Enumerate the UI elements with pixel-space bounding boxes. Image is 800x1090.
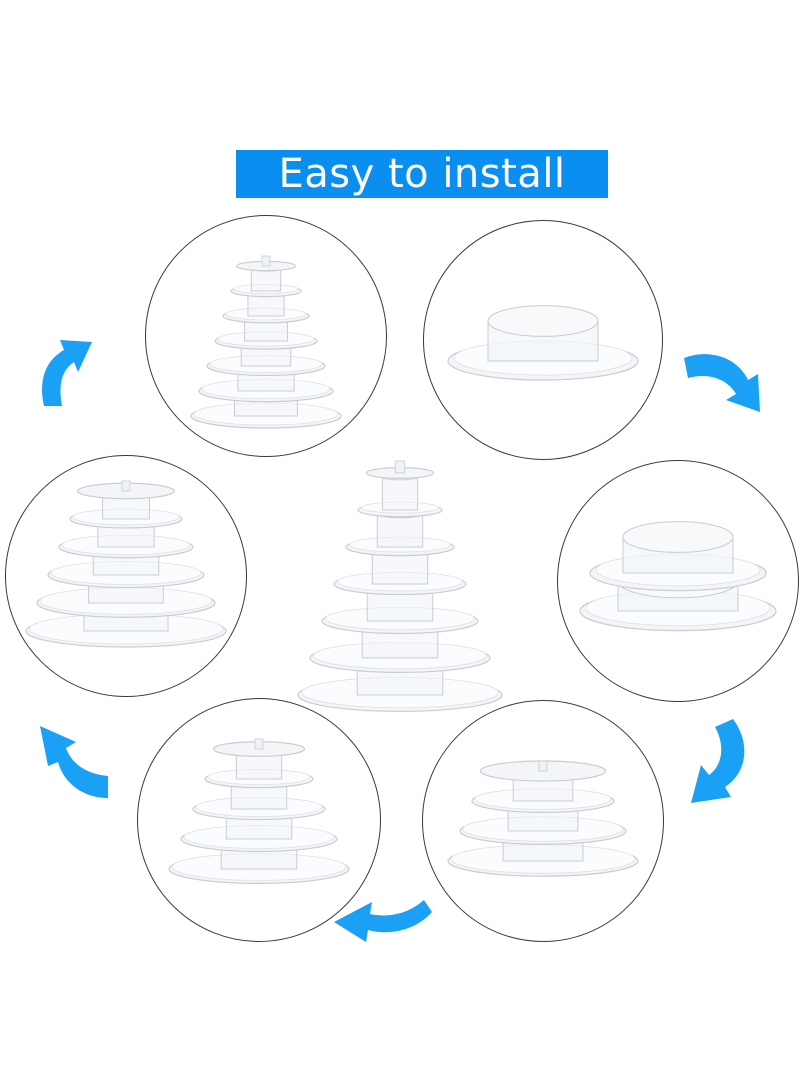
curved-arrow-up-left-icon — [40, 726, 108, 798]
stand-3-tier — [447, 760, 639, 877]
curved-arrow-down-right-icon — [684, 354, 760, 412]
stand-4-tier — [168, 738, 350, 885]
step-circle-3-tier — [422, 700, 664, 942]
stand-6-tier — [190, 255, 342, 429]
tier-plate — [214, 314, 318, 350]
tier-plate — [447, 305, 639, 381]
step-circle-4-tier — [137, 698, 381, 942]
stand-2-tier — [579, 521, 777, 632]
assembled-6-tier-stand — [297, 460, 503, 712]
curved-arrow-down-left-icon — [691, 719, 745, 803]
banner-text: Easy to install — [278, 151, 566, 197]
top-plate — [365, 460, 435, 479]
tier-plate — [345, 509, 455, 557]
tier-plate — [168, 834, 350, 885]
top-plate — [235, 255, 296, 272]
stand-1-tier — [447, 305, 639, 381]
step-circle-5-tier — [5, 455, 247, 697]
curved-arrow-left-icon — [334, 900, 432, 942]
tier-plate — [222, 289, 310, 324]
tier-plate — [589, 521, 767, 592]
curved-arrow-up-icon — [42, 340, 92, 406]
top-plate — [212, 738, 306, 757]
step-circle-2-tier — [557, 460, 799, 702]
tier-plate — [357, 473, 443, 518]
easy-to-install-banner: Easy to install — [236, 150, 608, 198]
step-circle-1-tier — [423, 220, 663, 460]
step-circle-6-tier — [145, 215, 387, 457]
top-plate — [479, 760, 607, 782]
stand-5-tier — [25, 480, 227, 648]
top-plate — [77, 480, 175, 500]
